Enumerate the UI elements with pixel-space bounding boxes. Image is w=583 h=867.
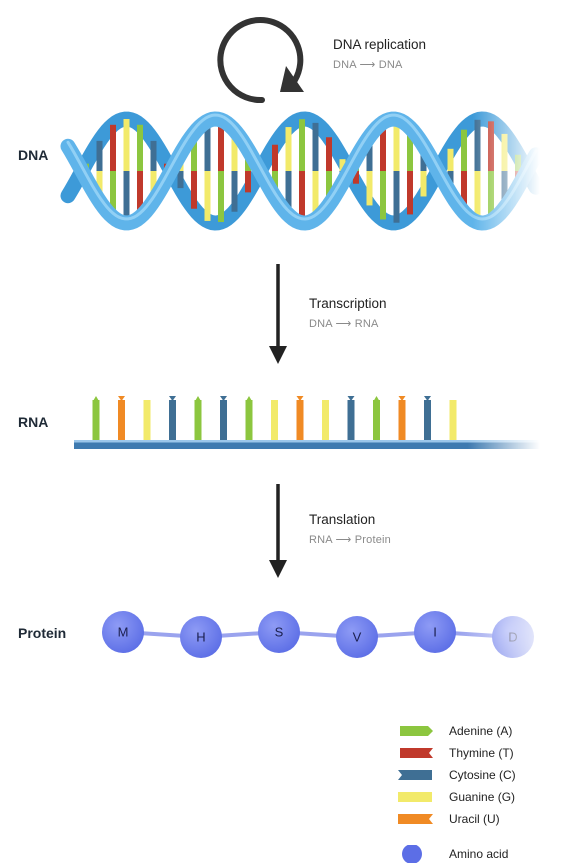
legend-label: Thymine (T) <box>449 746 514 760</box>
protein-label: Protein <box>18 625 66 641</box>
amino-acid-letter: I <box>433 625 437 640</box>
base-guanine <box>421 171 427 196</box>
nucleotide-swatch-icon <box>398 766 434 784</box>
base-cytosine <box>475 120 481 171</box>
replication-cycle-icon <box>200 8 310 108</box>
transcription-arrow-icon <box>266 264 290 368</box>
amino-acid-letter: H <box>196 630 205 645</box>
rna-base-guanine <box>144 398 151 444</box>
base-adenine <box>461 130 467 171</box>
legend-label: Guanine (G) <box>449 790 515 804</box>
nucleotide-swatch-icon <box>398 810 434 828</box>
legend-item-adenine: Adenine (A) <box>398 722 512 740</box>
base-guanine <box>205 171 211 221</box>
rna-base-cytosine <box>220 396 227 444</box>
base-cytosine <box>232 171 238 212</box>
transcription-to: RNA <box>355 318 379 330</box>
dna-double-helix <box>60 96 540 246</box>
legend-label: Adenine (A) <box>449 724 512 738</box>
arrow-glyph: ⟶ <box>359 59 375 71</box>
legend-item-guanine: Guanine (G) <box>398 788 515 806</box>
rna-base-adenine <box>195 396 202 444</box>
dna-label: DNA <box>18 147 48 163</box>
base-guanine <box>286 127 292 171</box>
base-guanine <box>448 149 454 171</box>
rna-base-uracil <box>297 396 304 444</box>
rna-base-cytosine <box>424 396 431 444</box>
translation-arrow-icon <box>266 484 290 584</box>
rna-base-cytosine <box>348 396 355 444</box>
rna-backbone-highlight <box>74 440 540 443</box>
base-thymine <box>326 137 332 171</box>
translation-to: Protein <box>355 534 391 546</box>
rna-base-adenine <box>93 396 100 444</box>
rna-base-cytosine <box>169 396 176 444</box>
amino-acid-letter: M <box>118 625 129 640</box>
base-thymine <box>245 171 251 192</box>
rna-base-guanine <box>271 398 278 444</box>
legend-item-thymine: Thymine (T) <box>398 744 514 762</box>
nucleotide-swatch-icon <box>398 744 434 762</box>
arrow-glyph: ⟶ <box>335 534 351 546</box>
replication-to: DNA <box>379 59 403 71</box>
rna-strand <box>60 388 540 458</box>
base-thymine <box>488 121 494 171</box>
rna-base-adenine <box>246 396 253 444</box>
translation-from: RNA <box>309 534 332 546</box>
legend-label: Uracil (U) <box>449 812 500 826</box>
amino-acid: D <box>492 616 534 658</box>
replication-title: DNA replication <box>333 37 426 52</box>
amino-acid-letter: S <box>275 625 284 640</box>
rna-base-guanine <box>450 398 457 444</box>
base-adenine <box>218 171 224 222</box>
nucleotide-swatch-icon <box>398 722 434 740</box>
base-adenine <box>137 125 143 171</box>
rna-base-adenine <box>373 396 380 444</box>
base-thymine <box>191 171 197 209</box>
transcription-title: Transcription <box>309 296 387 311</box>
base-guanine <box>124 119 130 171</box>
transcription-from: DNA <box>309 318 332 330</box>
amino-acid-swatch-icon <box>398 845 434 863</box>
translation-subtitle: RNA ⟶ Protein <box>309 533 391 546</box>
rna-base-uracil <box>399 396 406 444</box>
base-cytosine <box>151 141 157 171</box>
base-thymine <box>110 125 116 171</box>
rna-base-guanine <box>322 398 329 444</box>
base-guanine <box>367 171 373 205</box>
base-thymine <box>272 145 278 171</box>
replication-from: DNA <box>333 59 356 71</box>
base-guanine <box>502 134 508 171</box>
legend-item-amino_acid: Amino acid <box>398 845 508 863</box>
rna-label: RNA <box>18 414 48 430</box>
amino-acid-letter: D <box>508 630 517 645</box>
amino-acid: H <box>180 616 222 658</box>
amino-acid: M <box>102 611 144 653</box>
base-thymine <box>407 171 413 214</box>
legend-label: Cytosine (C) <box>449 768 516 782</box>
base-adenine <box>380 171 386 219</box>
base-cytosine <box>313 123 319 171</box>
nucleotide-swatch-icon <box>398 788 434 806</box>
base-cytosine <box>394 171 400 223</box>
base-cytosine <box>97 141 103 171</box>
base-cytosine <box>178 171 184 188</box>
replication-subtitle: DNA ⟶ DNA <box>333 58 403 71</box>
amino-acid: S <box>258 611 300 653</box>
legend-item-cytosine: Cytosine (C) <box>398 766 516 784</box>
arrow-glyph: ⟶ <box>335 318 351 330</box>
legend-item-uracil: Uracil (U) <box>398 810 500 828</box>
amino-acid: V <box>336 616 378 658</box>
legend-label: Amino acid <box>449 847 508 861</box>
translation-title: Translation <box>309 512 375 527</box>
base-adenine <box>299 119 305 171</box>
amino-acid-letter: V <box>353 630 362 645</box>
transcription-subtitle: DNA ⟶ RNA <box>309 317 379 330</box>
rna-base-uracil <box>118 396 125 444</box>
amino-acid: I <box>414 611 456 653</box>
